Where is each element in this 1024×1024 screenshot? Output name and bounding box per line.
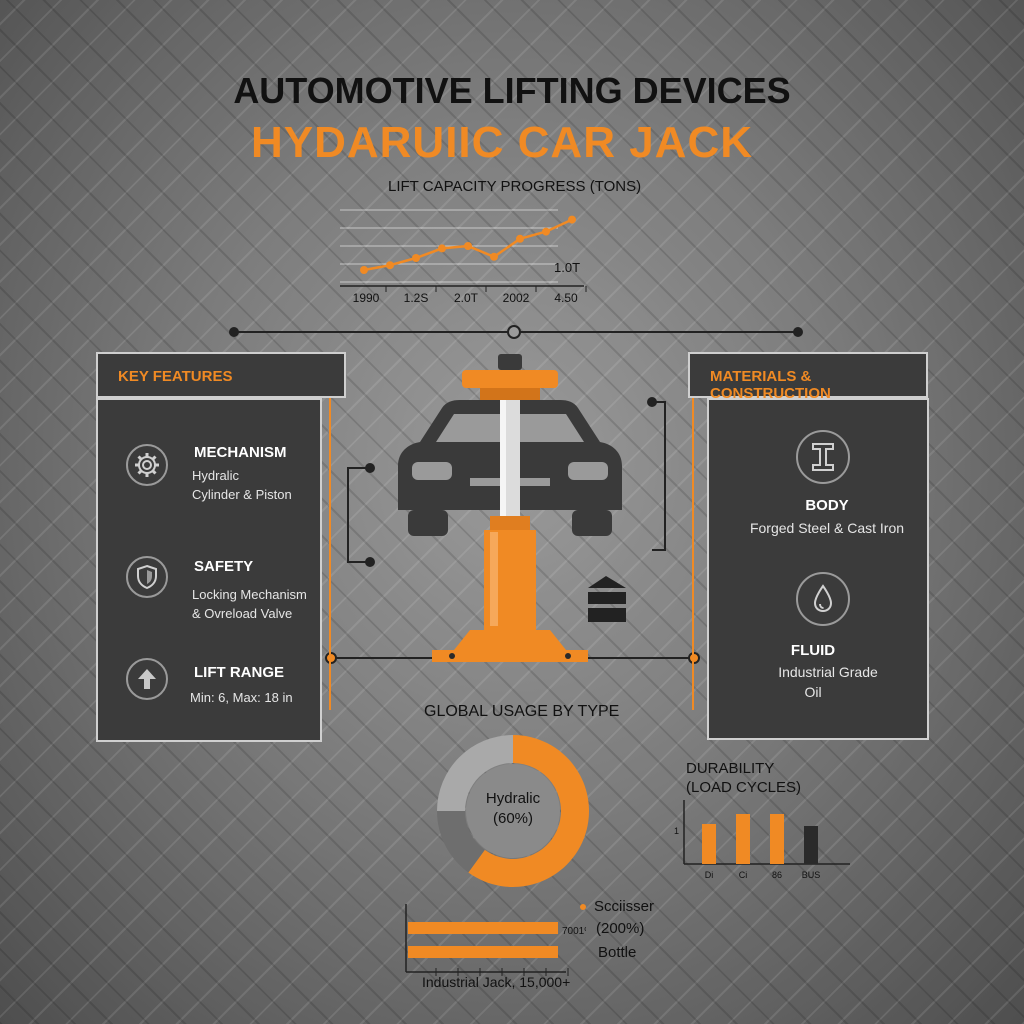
bar [408, 922, 558, 934]
data-point [490, 252, 498, 261]
legend-label-scissor: Scciisser [594, 898, 655, 915]
orange-accent-line-left [329, 380, 331, 710]
x-tick-label: 86 [772, 870, 782, 880]
material-text-fluid: Industrial Grade Oil [722, 662, 934, 702]
connector-dot [793, 327, 803, 337]
orange-accent-line-right [692, 380, 694, 710]
data-point [386, 261, 394, 270]
page-subtitle: HYDARUIIC CAR JACK [250, 118, 754, 167]
shield-icon [126, 556, 168, 598]
page-title: AUTOMOTIVE LIFTING DEVICES [233, 70, 791, 111]
bar [736, 814, 750, 864]
hbar-x-label: Industrial Jack, 15,000+ [422, 974, 571, 990]
bracket-left [347, 463, 375, 567]
material-title-fluid: FLUID [790, 642, 836, 659]
data-point [542, 227, 550, 236]
donut-slice [437, 811, 485, 873]
durability-subtitle: (LOAD CYCLES) [686, 779, 802, 796]
i-beam-icon [796, 430, 850, 484]
legend-label-percent: (200%) [596, 920, 645, 937]
data-point [464, 242, 472, 250]
feature-text-lift-range: Min: 6, Max: 18 in [190, 690, 293, 705]
bar [770, 814, 784, 864]
arrow-up-icon [126, 658, 168, 700]
donut-center-value: (60%) [492, 810, 533, 827]
data-point [360, 266, 368, 274]
data-point [438, 244, 446, 253]
data-point [516, 234, 524, 243]
feature-text-line: & Ovreload Valve [192, 606, 293, 621]
donut-chart-title: GLOBAL USAGE BY TYPE [424, 703, 620, 720]
bracket-right [647, 397, 666, 551]
connector-ring [507, 325, 521, 339]
jack-type-horizontal-bar-chart: 7001% [405, 904, 586, 976]
stacked-load-icon [588, 576, 626, 622]
bar [702, 824, 716, 864]
hydraulic-jack-icon [432, 354, 588, 662]
feature-title-mechanism: MECHANISM [194, 444, 287, 461]
donut-slice [468, 735, 589, 887]
bar-note: 7001% [562, 926, 586, 937]
feature-text-line: Locking Mechanism [192, 587, 307, 602]
annotation-label: 1.0T [554, 260, 580, 275]
data-point [412, 254, 420, 262]
key-features-heading: KEY FEATURES [96, 352, 346, 398]
connector-dot [229, 327, 239, 337]
feature-text-line: Cylinder & Piston [192, 487, 292, 502]
car-jack-illustration [347, 354, 666, 662]
material-text-body: Forged Steel & Cast Iron [749, 520, 905, 536]
x-tick-label: Di [705, 870, 714, 880]
x-tick-label: BUS [802, 870, 821, 880]
data-point [568, 215, 576, 224]
material-text-line: Oil [804, 684, 822, 700]
durability-title: DURABILITY [686, 760, 775, 777]
feature-title-lift-range: LIFT RANGE [194, 664, 284, 681]
y-tick-label: 1 [674, 826, 679, 836]
x-tick-label: 2.0T [454, 291, 479, 305]
gear-icon [126, 444, 168, 486]
lift-capacity-line-chart: 1990 1.2S 2.0T 2002 4.50 1.0T [340, 209, 587, 305]
feature-text-safety: Locking Mechanism & Ovreload Valve [192, 585, 307, 623]
connector-ring [325, 652, 337, 664]
material-title-body: BODY [805, 497, 849, 514]
feature-text-line: Hydralic [192, 468, 239, 483]
x-tick-label: 1.2S [404, 291, 429, 305]
x-tick-label: 4.50 [554, 291, 578, 305]
bar [804, 826, 818, 864]
donut-slice [437, 735, 513, 811]
x-tick-label: 2002 [503, 291, 530, 305]
usage-donut-chart [437, 735, 589, 887]
donut-center-label: Hydralic [485, 790, 541, 807]
x-tick-label: Ci [739, 870, 748, 880]
material-text-line: Industrial Grade [778, 664, 878, 680]
drop-icon [796, 572, 850, 626]
donut-hole [466, 764, 560, 858]
bar [408, 946, 558, 958]
feature-title-safety: SAFETY [194, 558, 254, 575]
durability-bar-chart: 1Di Ci 86 BUS [674, 800, 850, 880]
connector-ring [688, 652, 700, 664]
materials-heading: MATERIALS & CONSTRUCTION [688, 352, 928, 402]
feature-text-mechanism: Hydralic Cylinder & Piston [192, 466, 292, 504]
x-tick-label: 1990 [353, 291, 380, 305]
line-chart-title: LIFT CAPACITY PROGRESS (TONS) [388, 178, 642, 195]
legend-swatch-scissor [580, 904, 586, 910]
legend-label-bottle: Bottle [598, 944, 637, 961]
